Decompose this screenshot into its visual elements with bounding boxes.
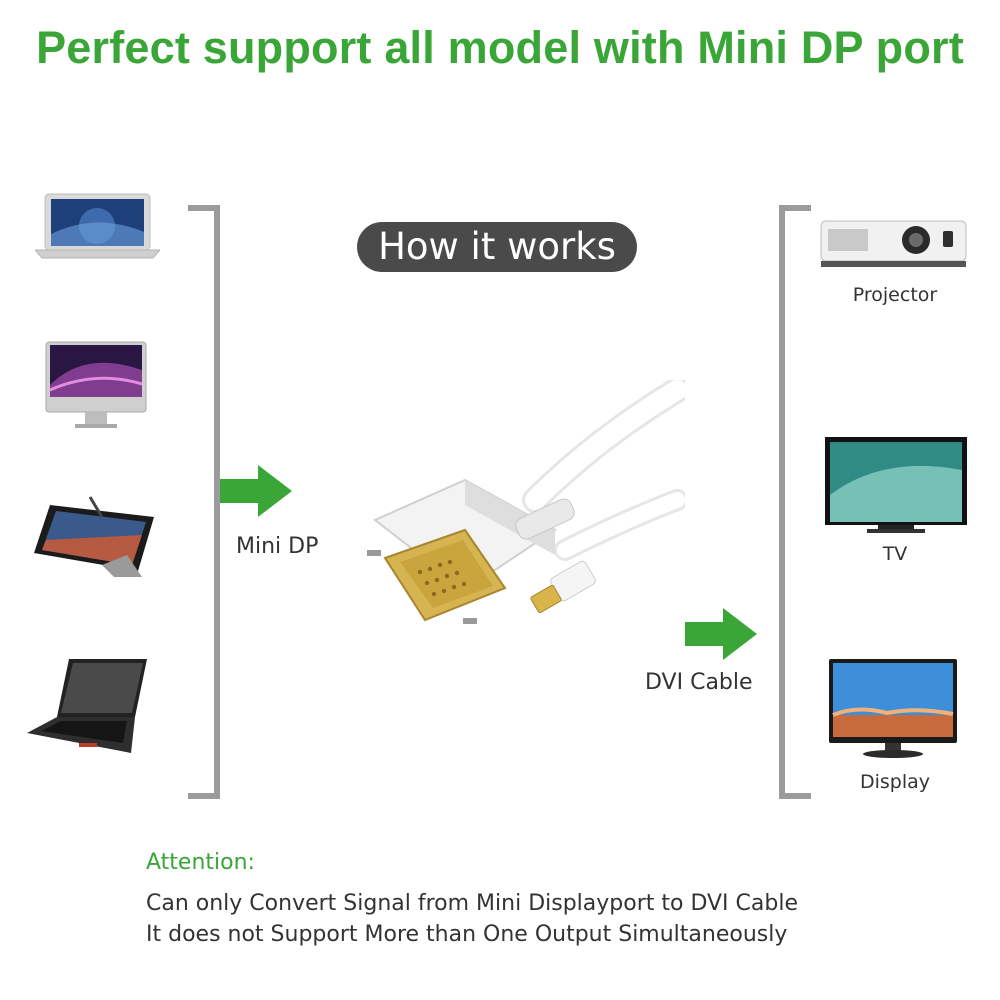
laptop-icon (35, 192, 160, 262)
arrow-right-icon (685, 608, 757, 660)
attention-note: Can only Convert Signal from Mini Displa… (146, 891, 798, 916)
display-label: Display (859, 771, 931, 793)
mini-dp-label: Mini DP (236, 534, 319, 559)
tv-icon (823, 435, 969, 535)
how-it-works-badge: How it works (357, 222, 637, 272)
attention-title: Attention: (146, 850, 255, 875)
source-bracket (188, 205, 220, 799)
arrow-right-icon (220, 465, 292, 517)
projector-label: Projector (852, 284, 938, 306)
output-bracket (779, 205, 811, 799)
cable-image (365, 380, 685, 650)
notebook-icon (27, 655, 152, 760)
projector-icon (818, 215, 968, 270)
tv-label: TV (882, 543, 908, 565)
attention-note: It does not Support More than One Output… (146, 922, 788, 947)
headline: Perfect support all model with Mini DP p… (36, 22, 964, 73)
desktop-icon (45, 340, 147, 430)
display-icon (827, 657, 959, 759)
tablet-icon (32, 495, 157, 580)
dvi-cable-label: DVI Cable (645, 670, 753, 695)
